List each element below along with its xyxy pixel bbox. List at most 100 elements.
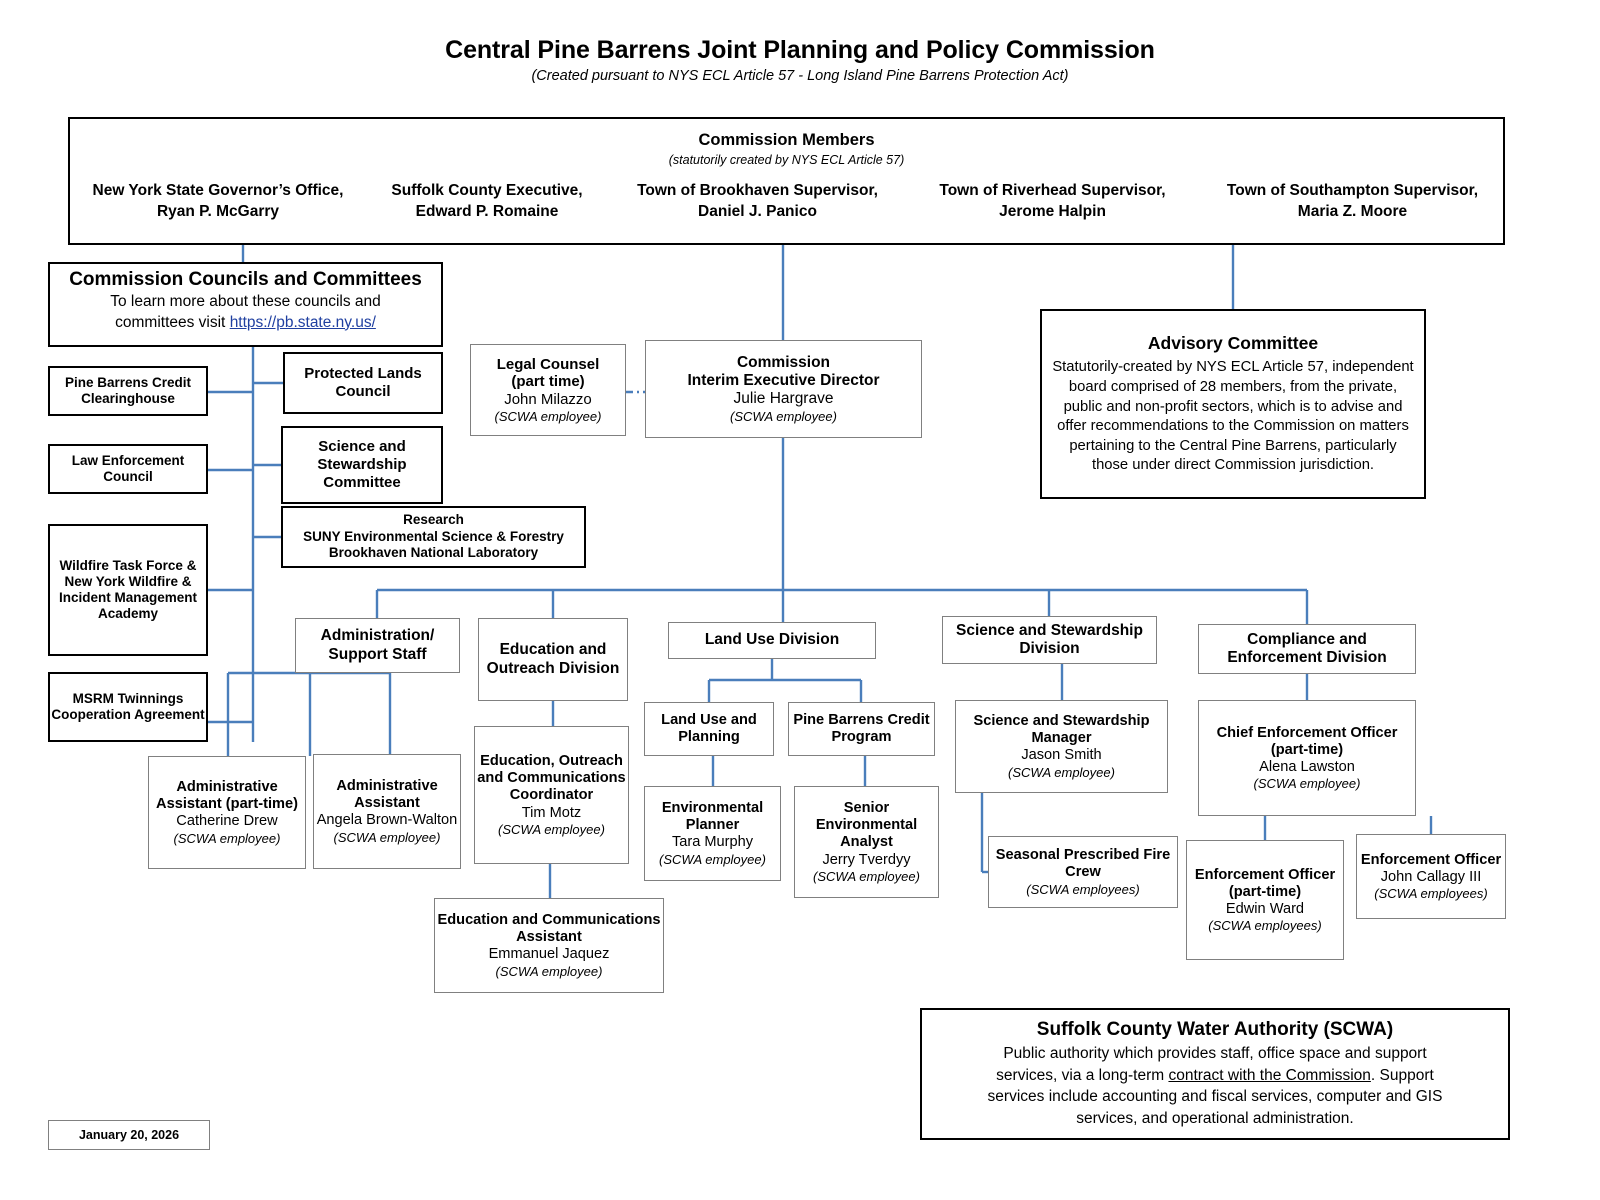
member-name: Ryan P. McGarry bbox=[156, 202, 280, 220]
enforcement-officer-part-time-box: Enforcement Officer (part-time) Edwin Wa… bbox=[1186, 840, 1344, 960]
admin-assistant-part-time-box: Administrative Assistant (part-time) Cat… bbox=[148, 756, 306, 869]
staff-note: (SCWA employee) bbox=[813, 868, 920, 884]
staff-note: (SCWA employee) bbox=[498, 821, 605, 837]
research-line1: Research bbox=[403, 511, 464, 527]
staff-name: Tim Motz bbox=[521, 804, 582, 821]
research-box: Research SUNY Environmental Science & Fo… bbox=[281, 506, 586, 568]
senior-environmental-analyst-box: Senior Environmental Analyst Jerry Tverd… bbox=[794, 786, 939, 898]
science-stewardship-committee-box: Science and Stewardship Committee bbox=[281, 426, 443, 504]
staff-title: Enforcement Officer bbox=[1360, 851, 1502, 868]
exec-director-title1: Commission bbox=[736, 353, 830, 371]
legal-counsel-name: John Milazzo bbox=[504, 391, 592, 409]
research-line2: SUNY Environmental Science & Forestry bbox=[303, 528, 564, 544]
staff-note: (SCWA employee) bbox=[495, 963, 603, 979]
scwa-line1: Public authority which provides staff, o… bbox=[1003, 1045, 1427, 1063]
staff-name: Jason Smith bbox=[1021, 747, 1102, 764]
staff-note: (SCWA employees) bbox=[1208, 918, 1322, 934]
scwa-box: Suffolk County Water Authority (SCWA) Pu… bbox=[920, 1008, 1510, 1140]
research-line3: Brookhaven National Laboratory bbox=[328, 545, 539, 561]
exec-director-note: (SCWA employee) bbox=[730, 408, 837, 424]
staff-note: (SCWA employee) bbox=[333, 829, 441, 845]
scwa-contract-link: contract with the Commission bbox=[1168, 1066, 1371, 1084]
member-name: Maria Z. Moore bbox=[1297, 202, 1408, 220]
page-subtitle: (Created pursuant to NYS ECL Article 57 … bbox=[531, 68, 1069, 84]
councils-header-title: Commission Councils and Committees bbox=[69, 269, 422, 290]
staff-note: (SCWA employees) bbox=[1374, 886, 1488, 902]
commission-member-0: New York State Governor’s Office, Ryan P… bbox=[78, 181, 358, 223]
scwa-line2-b: . Support bbox=[1370, 1066, 1434, 1084]
division-education-outreach: Education and Outreach Division bbox=[478, 618, 628, 701]
member-office: Town of Riverhead Supervisor, bbox=[939, 182, 1166, 199]
enforcement-officer-box: Enforcement Officer John Callagy III (SC… bbox=[1356, 834, 1506, 919]
pine-barrens-credit-program-box: Pine Barrens Credit Program bbox=[788, 702, 935, 756]
staff-title: Administrative Assistant (part-time) bbox=[156, 779, 298, 813]
staff-name: Alena Lawston bbox=[1259, 758, 1355, 775]
land-use-and-planning-box: Land Use and Planning bbox=[644, 702, 774, 756]
councils-visit-text: committees visit bbox=[115, 313, 230, 331]
member-office: New York State Governor’s Office, bbox=[92, 182, 344, 199]
staff-title: Environmental Planner bbox=[661, 800, 764, 834]
staff-note: (SCWA employee) bbox=[173, 830, 281, 846]
division-administration-support-staff: Administration/ Support Staff bbox=[295, 618, 460, 673]
staff-title: Chief Enforcement Officer (part-time) bbox=[1216, 724, 1398, 758]
advisory-committee-title: Advisory Committee bbox=[1147, 333, 1319, 354]
page-title: Central Pine Barrens Joint Planning and … bbox=[445, 36, 1155, 64]
member-office: Town of Southampton Supervisor, bbox=[1226, 182, 1479, 199]
commission-member-4: Town of Southampton Supervisor, Maria Z.… bbox=[1205, 181, 1500, 223]
commission-member-3: Town of Riverhead Supervisor, Jerome Hal… bbox=[915, 181, 1190, 223]
date-stamp-box: January 20, 2026 bbox=[48, 1120, 210, 1150]
environmental-planner-box: Environmental Planner Tara Murphy (SCWA … bbox=[644, 786, 781, 881]
advisory-committee-box: Advisory Committee Statutorily-created b… bbox=[1040, 309, 1426, 499]
commission-members-box: Commission Members (statutorily created … bbox=[68, 117, 1505, 245]
member-name: Jerome Halpin bbox=[999, 202, 1106, 220]
councils-website-link[interactable]: https://pb.state.ny.us/ bbox=[229, 313, 376, 331]
scwa-line4: services, and operational administration… bbox=[1076, 1109, 1354, 1127]
staff-name: Angela Brown-Walton bbox=[316, 812, 458, 829]
admin-assistant-box: Administrative Assistant Angela Brown-Wa… bbox=[313, 754, 461, 869]
staff-note: (SCWA employee) bbox=[1253, 776, 1361, 792]
member-office: Town of Brookhaven Supervisor, bbox=[637, 182, 878, 199]
scwa-body: Public authority which provides staff, o… bbox=[988, 1043, 1443, 1129]
staff-name: John Callagy III bbox=[1380, 868, 1482, 885]
commission-members-heading: Commission Members bbox=[698, 131, 875, 149]
staff-title: Education, Outreach and Communications C… bbox=[477, 752, 626, 804]
staff-title: Education and Communications Assistant bbox=[437, 912, 661, 946]
chief-enforcement-officer-box: Chief Enforcement Officer (part-time) Al… bbox=[1198, 700, 1416, 816]
education-communications-assistant-box: Education and Communications Assistant E… bbox=[434, 898, 664, 993]
executive-director-box: Commission Interim Executive Director Ju… bbox=[645, 340, 922, 438]
scwa-line3: services include accounting and fiscal s… bbox=[987, 1088, 1443, 1106]
staff-name: Jerry Tverdyy bbox=[822, 851, 911, 868]
msrm-twinnings-box: MSRM Twinnings Cooperation Agreement bbox=[48, 672, 208, 742]
seasonal-prescribed-fire-crew-box: Seasonal Prescribed Fire Crew (SCWA empl… bbox=[988, 836, 1178, 908]
staff-title: Seasonal Prescribed Fire Crew bbox=[995, 847, 1171, 881]
legal-counsel-title1: Legal Counsel bbox=[496, 355, 600, 373]
commission-member-2: Town of Brookhaven Supervisor, Daniel J.… bbox=[615, 181, 900, 223]
member-name: Daniel J. Panico bbox=[698, 202, 817, 220]
science-stewardship-manager-box: Science and Stewardship Manager Jason Sm… bbox=[955, 700, 1168, 793]
exec-director-title2: Interim Executive Director bbox=[687, 372, 880, 390]
staff-name: Tara Murphy bbox=[671, 834, 754, 851]
scwa-line2-a: services, via a long-term bbox=[996, 1066, 1169, 1084]
councils-header-line1: To learn more about these councils and bbox=[110, 293, 381, 311]
staff-title: Science and Stewardship Manager bbox=[973, 713, 1150, 747]
scwa-title: Suffolk County Water Authority (SCWA) bbox=[1036, 1019, 1394, 1041]
staff-title: Enforcement Officer (part-time) bbox=[1194, 866, 1336, 900]
education-outreach-communications-coordinator-box: Education, Outreach and Communications C… bbox=[474, 726, 629, 864]
staff-name: Edwin Ward bbox=[1225, 900, 1305, 917]
staff-name: Catherine Drew bbox=[176, 813, 278, 830]
member-office: Suffolk County Executive, bbox=[391, 182, 583, 199]
staff-title: Administrative Assistant bbox=[336, 778, 438, 812]
division-compliance-enforcement: Compliance and Enforcement Division bbox=[1198, 624, 1416, 674]
commission-members-subheading: (statutorily created by NYS ECL Article … bbox=[668, 153, 905, 167]
division-land-use: Land Use Division bbox=[668, 622, 876, 659]
pine-barrens-credit-clearinghouse-box: Pine Barrens Credit Clearinghouse bbox=[48, 366, 208, 416]
legal-counsel-note: (SCWA employee) bbox=[494, 408, 602, 424]
exec-director-name: Julie Hargrave bbox=[733, 390, 834, 408]
advisory-committee-body: Statutorily-created by NYS ECL Article 5… bbox=[1052, 359, 1414, 474]
legal-counsel-title2: (part time) bbox=[511, 373, 585, 391]
staff-note: (SCWA employee) bbox=[659, 851, 766, 867]
councils-header-box: Commission Councils and Committees To le… bbox=[48, 262, 443, 347]
protected-lands-council-box: Protected Lands Council bbox=[283, 352, 443, 414]
staff-title: Senior Environmental Analyst bbox=[815, 799, 918, 851]
